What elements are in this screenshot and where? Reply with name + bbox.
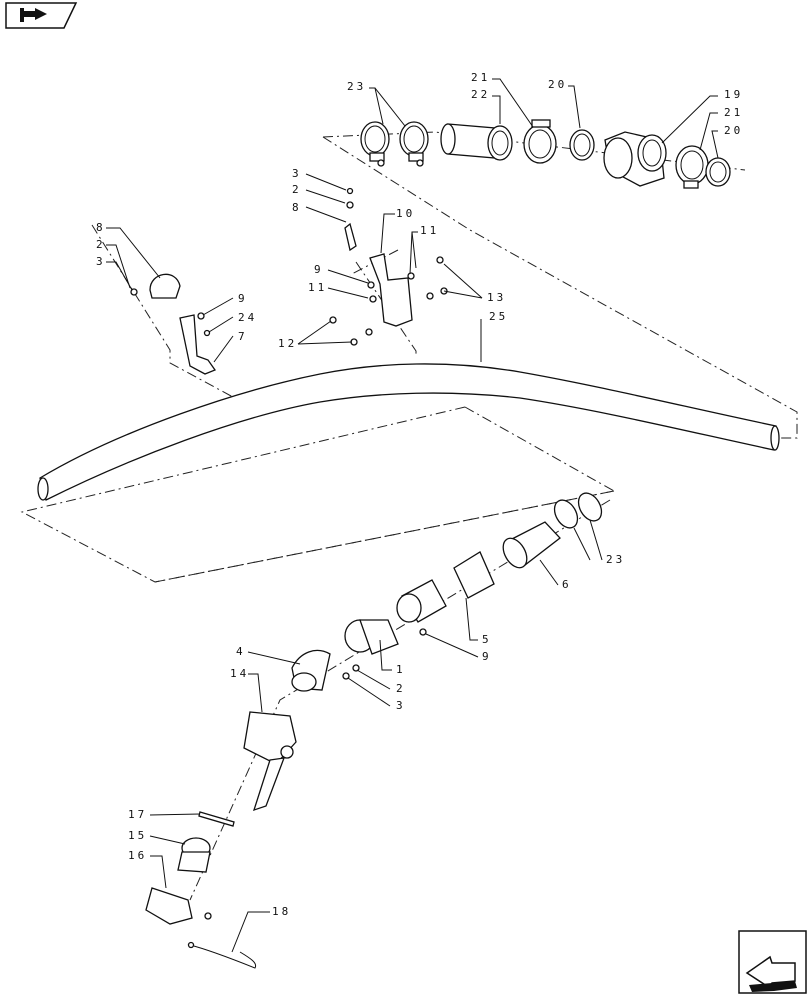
callout-23b: 23 (606, 553, 625, 566)
callout-21: 21 (471, 71, 490, 84)
adapter-15 (177, 837, 211, 873)
clamp-21b (675, 145, 709, 189)
callout-11b: 11 (308, 281, 327, 294)
callout-labels: 23 21 22 20 19 21 20 3 2 8 10 11 8 2 3 9… (96, 71, 743, 918)
callout-3b: 3 (96, 255, 106, 268)
callout-8: 8 (292, 201, 302, 214)
fitting-6 (502, 521, 561, 569)
callout-22: 22 (471, 88, 490, 101)
gasket-20b (705, 157, 731, 187)
pin-18 (189, 944, 257, 969)
callout-13: 13 (487, 291, 506, 304)
coupler-nut-5 (453, 551, 495, 599)
callout-2c: 2 (396, 682, 406, 695)
hose-clamp-23 (360, 121, 390, 167)
callout-17: 17 (128, 808, 147, 821)
top-fitting-assembly (360, 119, 731, 189)
callout-16: 16 (128, 849, 147, 862)
cam-lever-16 (145, 887, 193, 925)
callout-15: 15 (128, 829, 147, 842)
callout-10: 10 (396, 207, 415, 220)
callout-25: 25 (489, 310, 508, 323)
callout-4: 4 (236, 645, 246, 658)
hose-clamp-lower-23 (553, 492, 603, 529)
callout-7: 7 (238, 330, 248, 343)
callout-2: 2 (292, 183, 302, 196)
callout-24: 24 (238, 311, 257, 324)
pin-17 (198, 811, 235, 827)
gasket-20 (569, 129, 595, 161)
hose-clamp-23b (399, 121, 429, 167)
assembly-lines (20, 131, 798, 901)
callout-8b: 8 (96, 221, 106, 234)
callout-23: 23 (347, 80, 366, 93)
callout-6: 6 (562, 578, 572, 591)
bracket-assembly-center (329, 187, 448, 346)
clamp-21 (523, 119, 557, 164)
callout-1: 1 (396, 663, 406, 676)
callout-9c: 9 (482, 650, 492, 663)
callout-3: 3 (292, 167, 302, 180)
callout-9: 9 (314, 263, 324, 276)
previous-page-arrow-icon[interactable] (5, 2, 78, 29)
callout-5: 5 (482, 633, 492, 646)
callout-20b: 20 (724, 124, 743, 137)
leader-lines (106, 78, 719, 953)
elbow-4 (291, 649, 331, 692)
callout-11: 11 (420, 224, 439, 237)
callout-2b: 2 (96, 238, 106, 251)
callout-9b: 9 (238, 292, 248, 305)
hose-25 (37, 363, 780, 501)
callout-12: 12 (278, 337, 297, 350)
elbow-19 (603, 131, 667, 187)
valve-body-1 (344, 619, 399, 655)
bracket-assembly-left (130, 273, 217, 375)
next-page-arrow-icon[interactable] (738, 930, 807, 994)
strainer (396, 579, 447, 623)
callout-19: 19 (724, 88, 743, 101)
callout-18: 18 (272, 905, 291, 918)
callout-20: 20 (548, 78, 567, 91)
adapter-pipe-22 (440, 123, 513, 161)
lower-fitting-assembly (145, 492, 603, 969)
callout-3c: 3 (396, 699, 406, 712)
callout-14: 14 (230, 667, 249, 680)
callout-21b: 21 (724, 106, 743, 119)
ball-valve-14 (243, 711, 297, 812)
